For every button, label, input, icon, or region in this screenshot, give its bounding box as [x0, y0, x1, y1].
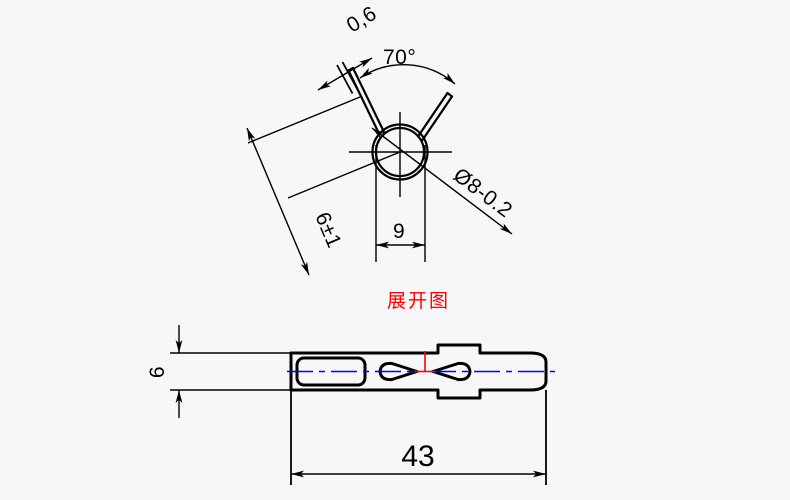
height-label: 6	[146, 366, 169, 378]
flat-pattern-view: 6 43	[146, 325, 555, 485]
leg-length-dimension-line	[246, 127, 310, 276]
thickness-leader-line	[317, 57, 373, 91]
flat-blank-outline	[289, 343, 548, 400]
symmetry-mark	[414, 351, 436, 373]
length-dimension-group: 43	[290, 390, 547, 485]
height-dimension-group: 6	[146, 325, 295, 418]
angle-arc	[359, 64, 456, 85]
inner-width-label: 9	[393, 220, 405, 243]
angle-dimension-group: 70°	[359, 46, 456, 85]
flat-pattern-title: 展开图	[387, 290, 450, 312]
bore-diameter-leader-line	[371, 127, 513, 235]
angle-label: 70°	[383, 46, 416, 69]
right-leg-end-cap	[446, 91, 454, 98]
length-label: 43	[401, 440, 434, 473]
